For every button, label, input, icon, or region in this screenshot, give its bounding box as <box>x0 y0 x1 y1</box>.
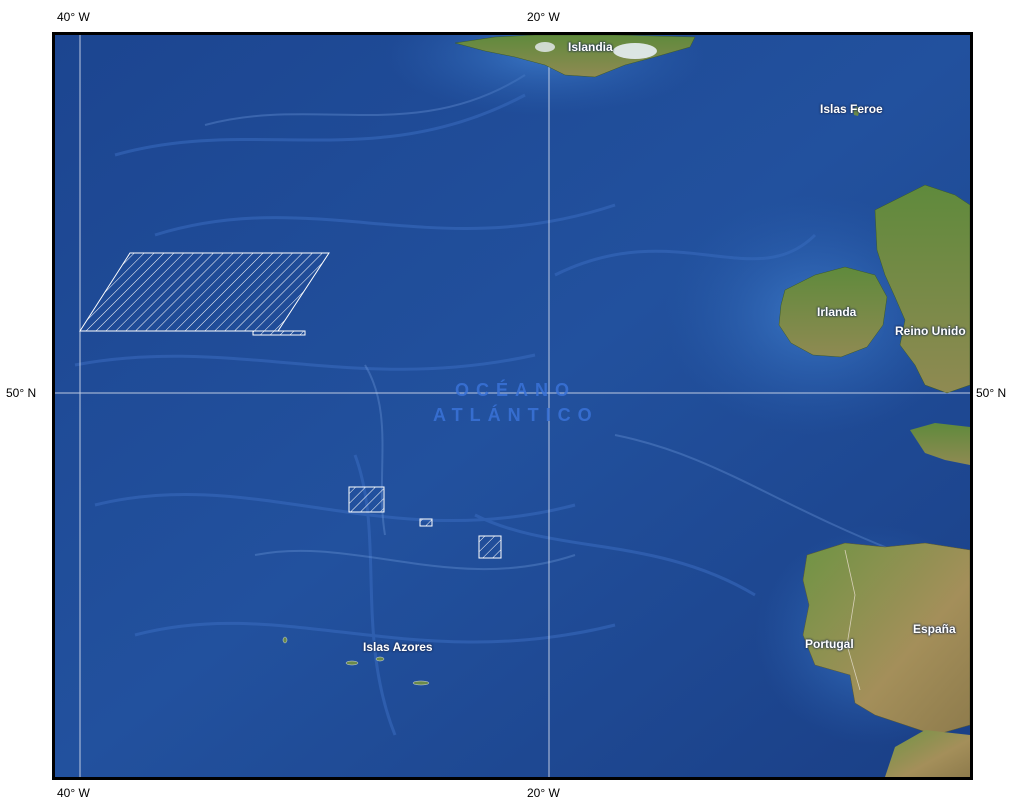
border-portugal-spain <box>844 549 861 691</box>
land-ireland <box>778 266 888 358</box>
label-portugal: Portugal <box>805 637 854 651</box>
glacier-iceland-2 <box>535 42 555 52</box>
azores-islands <box>282 636 430 686</box>
map-graphic <box>55 35 970 777</box>
seafloor-texture <box>74 93 817 736</box>
land-iberia <box>802 542 970 736</box>
land-north-africa <box>885 730 970 777</box>
map-canvas[interactable]: OCÉANO ATLÁNTICO Islandia Islas Feroe Ir… <box>52 32 973 780</box>
ocean-label-line2: ATLÁNTICO <box>433 405 599 425</box>
ocean-label-line1: OCÉANO <box>455 380 577 400</box>
label-irlanda: Irlanda <box>817 305 857 319</box>
protected-area-central-1 <box>348 486 385 513</box>
protected-area-central-3 <box>478 535 502 559</box>
land-great-britain <box>874 184 970 394</box>
bottom-tick-20w: 20° W <box>527 786 560 800</box>
label-reino-unido: Reino Unido <box>895 324 966 338</box>
azores-island-2 <box>345 660 359 666</box>
top-tick-20w: 20° W <box>527 10 560 24</box>
azores-island-3 <box>375 656 385 662</box>
azores-island-4 <box>412 680 430 686</box>
land-brittany <box>910 423 970 465</box>
azores-island-1 <box>282 636 288 644</box>
land-faroe <box>853 106 860 116</box>
protected-area-central-2 <box>419 518 433 527</box>
left-tick-50n: 50° N <box>6 386 37 400</box>
bottom-tick-40w: 40° W <box>57 786 90 800</box>
right-tick-50n: 50° N <box>976 386 1007 400</box>
graticule <box>55 35 970 777</box>
glacier-iceland <box>613 43 657 59</box>
label-islas-feroe: Islas Feroe <box>820 102 883 116</box>
label-islandia: Islandia <box>568 40 613 54</box>
protected-area-charlie-gibbs-strip <box>252 330 306 336</box>
label-espana: España <box>913 622 956 636</box>
top-tick-40w: 40° W <box>57 10 90 24</box>
protected-areas <box>79 252 502 559</box>
label-islas-azores: Islas Azores <box>363 640 433 654</box>
